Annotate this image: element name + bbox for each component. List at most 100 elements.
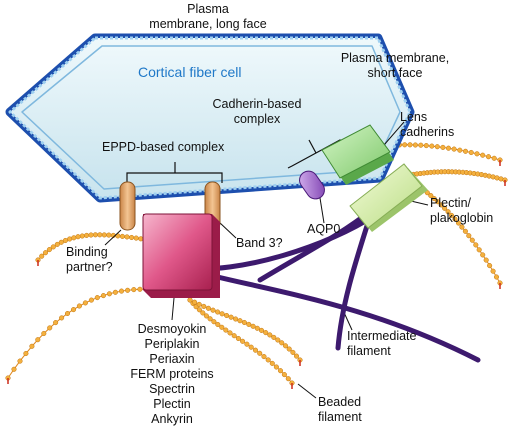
label-eppd-complex: EPPD-based complex [102, 140, 225, 154]
binding-partner-protein [119, 181, 136, 231]
bead [407, 142, 413, 148]
bead [487, 263, 493, 269]
label-band3: Band 3? [236, 236, 283, 250]
plectin-plakoglobin-protein [349, 163, 428, 232]
lens-cadherin-protein [321, 124, 394, 185]
bead [205, 305, 211, 311]
bead [227, 330, 233, 336]
bead [431, 196, 437, 202]
bead [88, 297, 94, 303]
bead [269, 360, 275, 366]
bead [124, 234, 130, 240]
bead [493, 274, 500, 280]
bead [219, 324, 225, 330]
bead [53, 320, 59, 326]
bead [258, 327, 265, 333]
eppd-bracket [126, 162, 223, 183]
bead [428, 193, 434, 199]
bead [203, 313, 209, 319]
bead [452, 216, 458, 222]
bead [440, 144, 446, 150]
bead [200, 310, 206, 316]
bead [445, 209, 451, 215]
bead [459, 224, 465, 230]
leader-lines [104, 121, 429, 399]
bead [423, 143, 429, 149]
bead [54, 241, 60, 247]
bead [125, 287, 131, 293]
bead [491, 155, 497, 161]
bead [64, 310, 71, 317]
bead [97, 232, 103, 238]
label-plasma-membrane-long: Plasma membrane, long face [149, 2, 267, 31]
bead [434, 144, 440, 150]
bead [17, 358, 23, 364]
bead [138, 236, 144, 242]
bead [480, 152, 486, 158]
bead [228, 314, 234, 320]
bead [448, 212, 455, 218]
bead [233, 316, 239, 322]
bead [29, 343, 35, 349]
bead [273, 364, 279, 370]
bead [438, 202, 444, 208]
bead [196, 301, 202, 307]
bead [207, 316, 213, 322]
bead [485, 154, 492, 160]
bead [480, 252, 486, 258]
bead [277, 368, 284, 374]
bead [67, 236, 73, 242]
bead [59, 315, 65, 321]
bead [455, 220, 462, 226]
bead [101, 232, 107, 238]
label-intermediate-filament: Intermediate filament [347, 329, 417, 358]
bead [106, 291, 112, 297]
label-binding-partner: Binding partner? [66, 245, 113, 274]
bead [469, 237, 475, 243]
bead [50, 244, 56, 250]
bead [58, 239, 64, 245]
bead [84, 232, 90, 238]
bead [466, 233, 472, 239]
bead [39, 253, 45, 259]
bead [281, 372, 287, 378]
bead [468, 149, 474, 156]
bead [286, 346, 292, 352]
bead [118, 288, 125, 294]
label-lens-cadherins: Lens cadherins [400, 110, 455, 139]
eppd-protein-block [142, 213, 220, 298]
bead [94, 295, 100, 301]
bead [267, 332, 273, 338]
bead [285, 376, 291, 382]
bead [70, 307, 77, 313]
bead [219, 311, 225, 317]
bead [457, 147, 463, 153]
bead [187, 297, 193, 303]
bead [293, 353, 300, 359]
bead [215, 309, 221, 315]
bead [476, 247, 482, 253]
bead [263, 330, 269, 336]
bead [271, 334, 277, 340]
bead [442, 205, 448, 211]
bead [252, 347, 259, 353]
cortical-fiber-cell-title: Cortical fiber cell [138, 64, 242, 80]
bead [265, 357, 271, 363]
bead [254, 325, 260, 331]
bead [106, 232, 112, 238]
bead [429, 143, 435, 149]
bead [100, 293, 106, 299]
bead [402, 142, 408, 148]
bead [246, 321, 252, 327]
bead [462, 228, 468, 234]
label-cadherin-complex: Cadherin-based complex [212, 97, 302, 126]
aqp0-protein [299, 170, 325, 200]
bead [451, 146, 457, 152]
bead [112, 289, 118, 295]
bead [244, 341, 250, 347]
bead [192, 299, 198, 305]
bead [250, 323, 256, 329]
bead [137, 286, 143, 292]
bead [257, 350, 263, 356]
bead [490, 268, 496, 274]
